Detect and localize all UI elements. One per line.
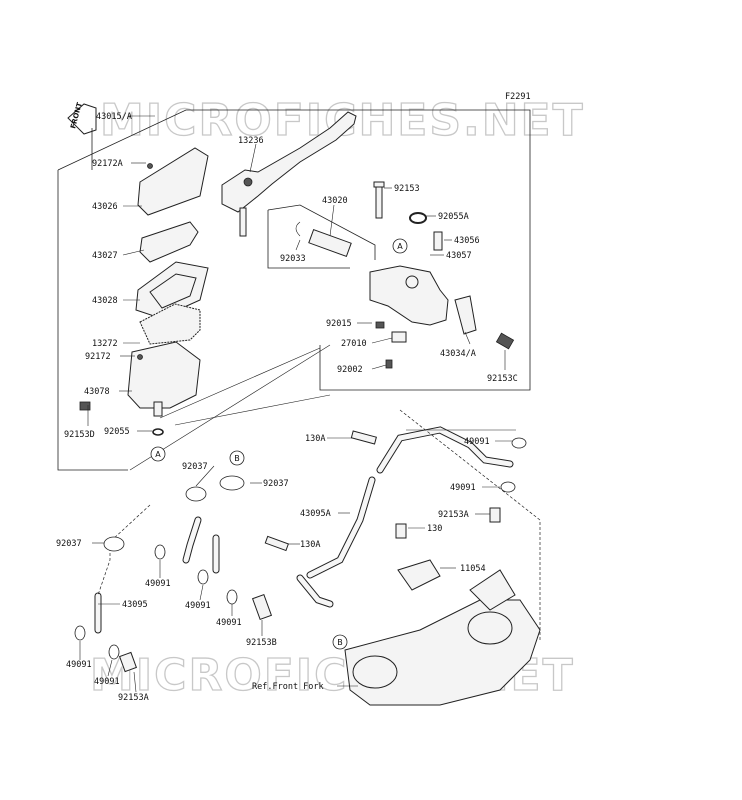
label-92172A: 92172A	[92, 159, 123, 169]
label-11054: 11054	[460, 564, 486, 574]
front-fork-reference	[344, 409, 541, 706]
label-49091-e: 49091	[216, 618, 242, 628]
bleeder-92153B	[251, 593, 273, 621]
leader-lines	[79, 115, 512, 693]
piston-assembly	[295, 221, 352, 258]
label-92153A-a: 92153A	[438, 510, 469, 520]
label-92153C: 92153C	[487, 374, 518, 384]
callout-a-bottom-label: A	[155, 450, 161, 459]
label-49091-c: 49091	[145, 579, 171, 589]
label-43020: 43020	[322, 196, 348, 206]
bolt-92153	[373, 181, 385, 219]
label-92055A: 92055A	[438, 212, 469, 222]
label-43026: 43026	[92, 202, 118, 212]
bleeder-92153A-bottom	[118, 651, 138, 673]
reservoir-diaphragm	[135, 261, 209, 319]
callout-a-bottom: A	[150, 446, 166, 462]
mirror-clamp	[454, 295, 515, 350]
label-43027: 43027	[92, 251, 118, 261]
brake-hose-left	[94, 504, 220, 634]
label-92153D: 92153D	[64, 430, 95, 440]
callout-b-bottom: B	[332, 634, 348, 650]
callout-b-top-label: B	[234, 454, 240, 463]
label-130: 130	[427, 524, 442, 534]
label-92172: 92172	[85, 352, 111, 362]
label-43078: 43078	[84, 387, 110, 397]
label-92055: 92055	[104, 427, 130, 437]
label-43034A: 43034/A	[440, 349, 476, 359]
reservoir-oring	[152, 428, 164, 436]
callout-a-top: A	[392, 238, 408, 254]
piston-frame	[267, 204, 376, 269]
label-13272: 13272	[92, 339, 118, 349]
callout-a-top-label: A	[397, 242, 403, 251]
callout-b-top: B	[229, 450, 245, 466]
banjo-bolt-130A-top	[350, 430, 377, 445]
label-92153: 92153	[394, 184, 420, 194]
label-49091-d: 49091	[185, 601, 211, 611]
switch-27010	[375, 321, 407, 369]
hose-clamps-92037	[103, 475, 245, 552]
label-43095: 43095	[122, 600, 148, 610]
label-130A-top: 130A	[305, 434, 325, 444]
label-43095A: 43095A	[300, 509, 331, 519]
part-labels: 43015/A 13236 92172A 43026 43020 92153 9…	[56, 112, 518, 703]
master-cylinder-body	[369, 231, 449, 326]
label-92015: 92015	[326, 319, 352, 329]
master-cylinder-frame	[57, 109, 531, 471]
reservoir-gasket	[139, 303, 201, 345]
figure-code: F2291	[505, 92, 531, 102]
oring-92055A	[409, 212, 427, 224]
label-49091-a: 49091	[464, 437, 490, 447]
washers-49091	[74, 437, 527, 660]
label-43028: 43028	[92, 296, 118, 306]
reservoir-body	[79, 341, 201, 417]
brake-lever	[221, 111, 357, 237]
brake-hose-lower-right	[296, 574, 334, 608]
label-92033: 92033	[280, 254, 306, 264]
label-43057: 43057	[446, 251, 472, 261]
label-92037-c: 92037	[56, 539, 82, 549]
label-43015A: 43015/A	[96, 112, 132, 122]
label-92037-a: 92037	[182, 462, 208, 472]
label-130A-mid: 130A	[300, 540, 320, 550]
label-49091-b: 49091	[450, 483, 476, 493]
bleeder-92153A	[489, 507, 501, 523]
banjo-bolt-130	[395, 523, 407, 539]
label-49091-g: 49091	[94, 677, 120, 687]
brake-hose-upper	[306, 426, 516, 579]
banjo-bolt-130A-mid	[264, 535, 290, 552]
label-43056: 43056	[454, 236, 480, 246]
label-49091-f: 49091	[66, 660, 92, 670]
label-92153B: 92153B	[246, 638, 277, 648]
label-92002: 92002	[337, 365, 363, 375]
label-27010: 27010	[341, 339, 367, 349]
label-ref-front-fork: Ref.Front Fork	[252, 682, 324, 692]
label-92153A-b: 92153A	[118, 693, 149, 703]
reservoir-cap	[137, 147, 209, 216]
callout-b-bottom-label: B	[337, 638, 343, 647]
hose-guide-11054	[397, 559, 441, 591]
reservoir-plate	[139, 221, 199, 263]
label-13236: 13236	[238, 136, 264, 146]
label-92037-b: 92037	[263, 479, 289, 489]
